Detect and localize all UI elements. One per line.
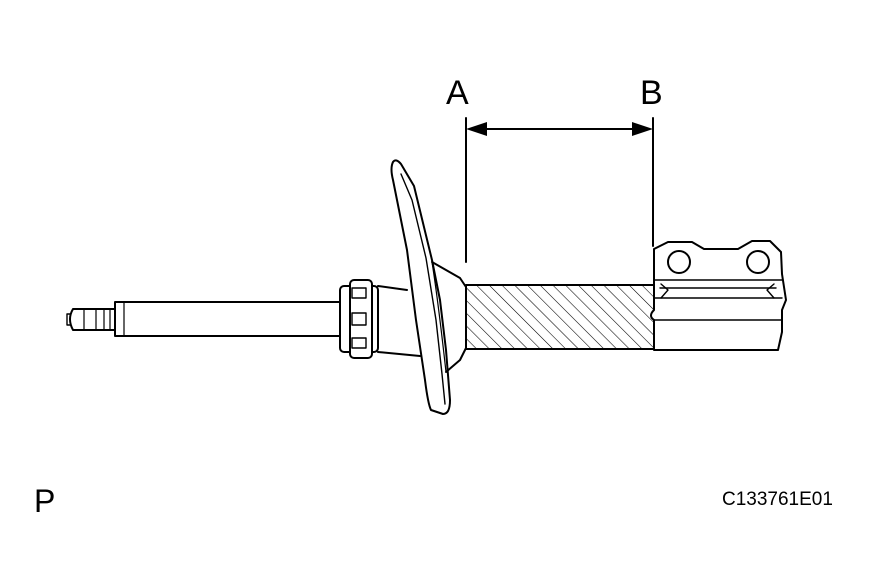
label-b: B — [640, 74, 663, 112]
rod-threaded-tip — [66, 308, 116, 331]
label-a: A — [446, 74, 469, 112]
arrowhead-right — [632, 122, 653, 136]
piston-rod — [114, 301, 341, 337]
dimension-a-b — [465, 117, 654, 263]
upper-nut — [339, 279, 379, 359]
spring-seat — [377, 159, 467, 415]
arrowhead-left — [466, 122, 487, 136]
cylinder-hatched — [465, 284, 655, 350]
knuckle-bracket — [650, 240, 787, 351]
figure-code: C133761E01 — [722, 489, 833, 510]
bracket-bolt-hole-left — [667, 250, 691, 274]
view-label: P — [34, 483, 55, 519]
bracket-bolt-hole-right — [746, 250, 770, 274]
